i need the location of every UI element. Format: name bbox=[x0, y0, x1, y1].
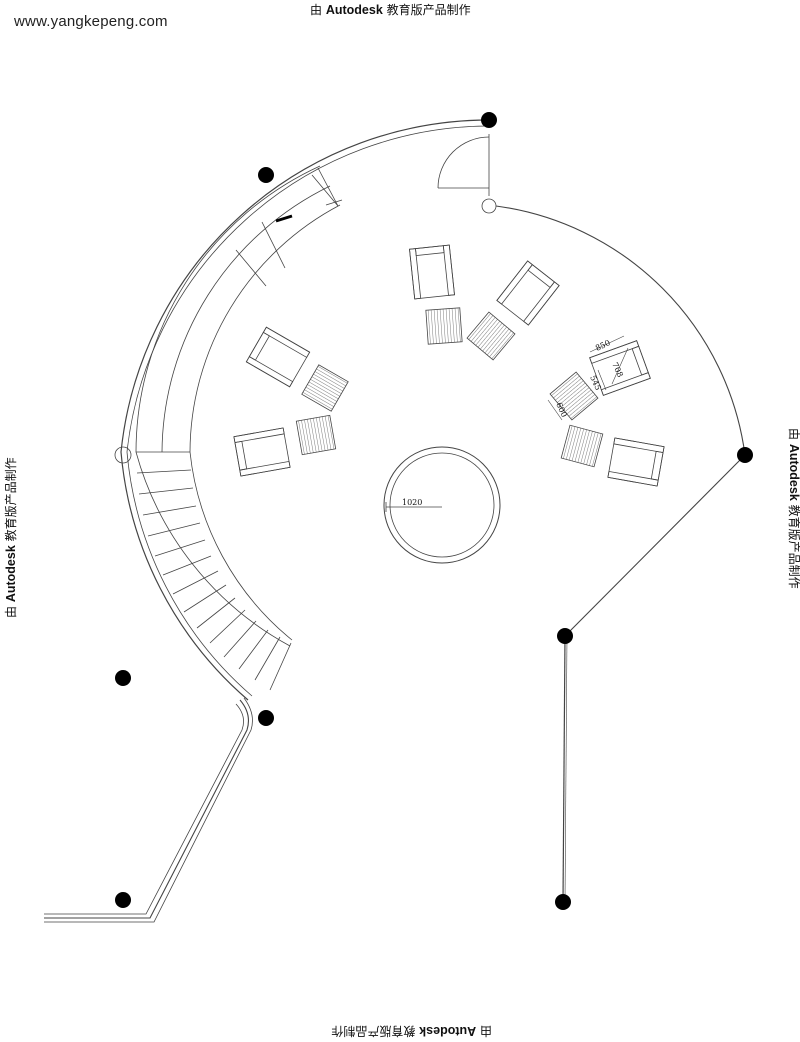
right-diagonal-wall bbox=[564, 454, 746, 637]
table-diameter-label: 1020 bbox=[402, 498, 422, 507]
column-marker bbox=[115, 892, 131, 908]
lower-left-wall bbox=[44, 699, 249, 919]
column-markers bbox=[115, 112, 753, 910]
column-marker bbox=[258, 710, 274, 726]
armchair bbox=[245, 326, 311, 388]
column-marker bbox=[115, 670, 131, 686]
watermark-suffix: 教育版产品制作 bbox=[382, 3, 471, 17]
side-tables bbox=[295, 307, 604, 468]
round-table-inner bbox=[389, 452, 495, 558]
side-table bbox=[425, 307, 463, 345]
side-table bbox=[560, 424, 604, 468]
side-table bbox=[466, 311, 516, 361]
armchairs bbox=[233, 244, 665, 487]
column-marker bbox=[557, 628, 573, 644]
round-table-outer bbox=[383, 446, 501, 564]
right-vertical-wall bbox=[562, 635, 566, 903]
side-table bbox=[549, 371, 599, 421]
armchair bbox=[409, 244, 455, 300]
watermark-brand: Autodesk bbox=[325, 3, 383, 17]
chair-dimension-lines bbox=[547, 335, 629, 421]
watermark-prefix: 由 bbox=[310, 3, 326, 17]
door-swing bbox=[437, 136, 490, 189]
right-curved-wall bbox=[495, 205, 746, 456]
side-table bbox=[301, 364, 349, 412]
armchair bbox=[589, 340, 651, 396]
side-table bbox=[295, 414, 337, 456]
armchair bbox=[496, 260, 560, 326]
armchair bbox=[233, 427, 291, 477]
watermark-top: 由 Autodesk 教育版产品制作 bbox=[310, 1, 471, 18]
outer-curved-wall bbox=[120, 119, 490, 701]
stair-landing bbox=[317, 167, 339, 207]
site-url[interactable]: www.yangkepeng.com bbox=[14, 13, 168, 30]
stair-direction-mark bbox=[275, 214, 293, 223]
stair-treads bbox=[136, 174, 339, 691]
column-marker bbox=[555, 894, 571, 910]
column-marker bbox=[258, 167, 274, 183]
column-marker bbox=[481, 112, 497, 128]
stair-mid-line bbox=[161, 185, 331, 453]
column-marker-open bbox=[481, 198, 497, 214]
column-marker bbox=[114, 446, 132, 464]
stair-outer-edge bbox=[135, 165, 321, 647]
column-marker bbox=[737, 447, 753, 463]
outer-curved-wall-inner bbox=[126, 125, 490, 697]
stair-inner-edge bbox=[189, 204, 341, 641]
armchair bbox=[607, 437, 665, 487]
